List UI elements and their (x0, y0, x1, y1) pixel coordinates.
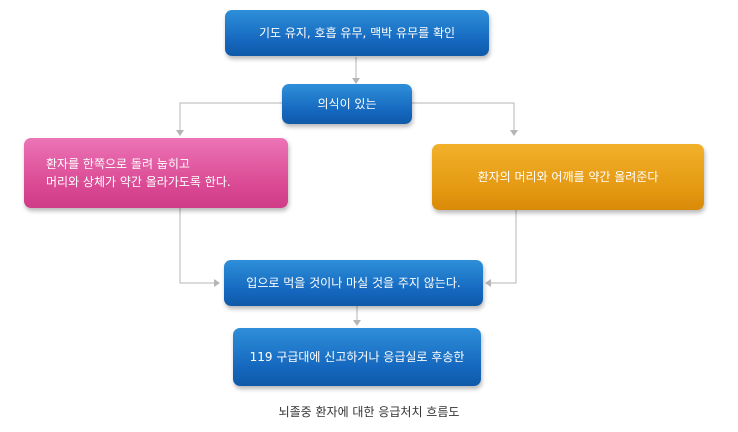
step-check-vitals-label: 기도 유지, 호흡 유무, 맥박 유무를 확인 (258, 26, 456, 40)
arrowhead-step2 (352, 78, 360, 84)
step-left-branch-text: 환자를 한쪽으로 돌려 눕히고 머리와 상체가 약간 올라가도록 한다. (46, 155, 231, 191)
arrowhead-right-branch (510, 130, 518, 136)
arrowhead-left-branch (176, 130, 184, 136)
connector-step2-right (412, 102, 515, 130)
step-no-food: 입으로 먹을 것이나 마실 것을 주지 않는다. (224, 260, 483, 306)
step-call-119: 119 구급대에 신고하거나 응급실로 후송한 (233, 328, 481, 386)
step-check-vitals: 기도 유지, 호흡 유무, 맥박 유무를 확인 (225, 10, 489, 56)
step-conscious: 의식이 있는 (282, 84, 412, 124)
step-left-branch: 환자를 한쪽으로 돌려 눕히고 머리와 상체가 약간 올라가도록 한다. (24, 138, 288, 208)
step-no-food-label: 입으로 먹을 것이나 마실 것을 주지 않는다. (246, 276, 461, 290)
arrowhead-step4-right (485, 279, 491, 287)
step-call-119-label: 119 구급대에 신고하거나 응급실로 후송한 (249, 350, 465, 364)
connector-right-step4 (491, 210, 517, 284)
diagram-caption: 뇌졸중 환자에 대한 응급처치 흐름도 (278, 405, 460, 419)
step-right-branch: 환자의 머리와 어깨를 약간 올려준다 (432, 144, 704, 210)
arrowhead-step5 (353, 320, 361, 326)
step-left-branch-line2: 머리와 상체가 약간 올라가도록 한다. (46, 175, 231, 189)
arrowhead-step4-left (214, 279, 220, 287)
connector-step2-left (179, 102, 282, 130)
step-right-branch-label: 환자의 머리와 어깨를 약간 올려준다 (477, 170, 659, 184)
step-conscious-label: 의식이 있는 (317, 97, 377, 111)
connector-left-step4 (179, 208, 214, 284)
step-left-branch-line1: 환자를 한쪽으로 돌려 눕히고 (46, 157, 190, 171)
